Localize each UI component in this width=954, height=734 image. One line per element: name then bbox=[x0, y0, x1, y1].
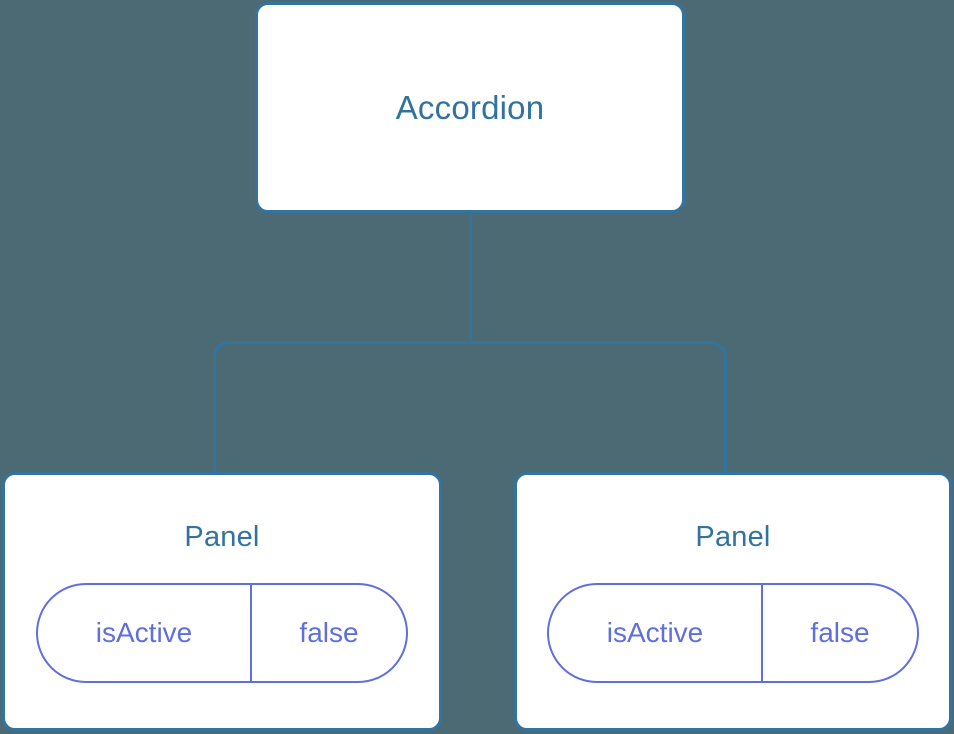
node-accordion-label: Accordion bbox=[395, 89, 545, 126]
node-panel-1[interactable]: Panel isActive false bbox=[2, 472, 442, 731]
state-badge-panel-1[interactable]: isActive false bbox=[36, 583, 408, 683]
state-key-panel-2: isActive bbox=[549, 585, 763, 681]
node-accordion[interactable]: Accordion bbox=[255, 2, 685, 213]
edge-bus-to-panel-2 bbox=[470, 341, 727, 474]
node-panel-2[interactable]: Panel isActive false bbox=[514, 472, 952, 731]
node-panel-1-label: Panel bbox=[184, 521, 260, 553]
state-key-panel-1: isActive bbox=[38, 585, 252, 681]
state-badge-panel-2[interactable]: isActive false bbox=[547, 583, 919, 683]
state-value-panel-1: false bbox=[299, 617, 359, 648]
node-panel-2-label: Panel bbox=[695, 521, 771, 553]
edge-bus-to-panel-1 bbox=[213, 341, 471, 474]
state-value-panel-2: false bbox=[810, 617, 870, 648]
